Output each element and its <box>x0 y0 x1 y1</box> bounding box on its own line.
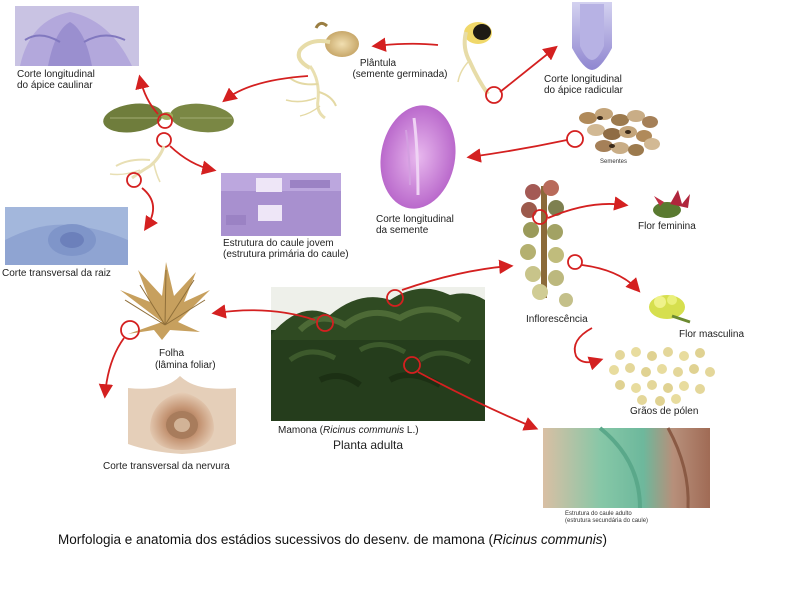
young-plant-roots-image <box>110 146 164 182</box>
arrow-male-flower <box>582 265 638 290</box>
root-cross-section-label: Corte transversal da raiz <box>2 268 111 279</box>
svg-text:do ápice radicular: do ápice radicular <box>544 85 624 96</box>
svg-text:(lâmina foliar): (lâmina foliar) <box>155 360 216 371</box>
adult-plant-label: Mamona (Ricinus communis L.) Planta adul… <box>278 425 419 452</box>
figure-caption: Morfologia e anatomia dos estádios suces… <box>58 532 607 547</box>
arrow-young-plant-to-stem <box>170 146 213 170</box>
leaf-highlight-circle <box>121 321 139 339</box>
leaf-label: Folha (lâmina foliar) <box>155 348 216 371</box>
male-flower-label: Flor masculina <box>679 329 744 340</box>
female-flower-label: Flor feminina <box>638 221 696 232</box>
adult-stem-structure-image <box>543 428 710 508</box>
svg-text:Corte longitudinal: Corte longitudinal <box>376 214 454 225</box>
root-apex-label: Corte longitudinal do ápice radicular <box>544 74 624 96</box>
seed-longitudinal-section-image <box>373 99 464 214</box>
svg-text:da semente: da semente <box>376 225 429 236</box>
young-stem-structure-image <box>221 173 341 236</box>
seedling-image <box>286 23 359 118</box>
seeds-label: Sementes <box>600 159 627 165</box>
germinating-seed-image <box>458 22 492 94</box>
root-cross-section-image <box>5 207 128 265</box>
arrow-plant-to-inflorescence <box>402 266 510 290</box>
shoot-apex-section-image <box>15 6 139 66</box>
svg-text:Plântula: Plântula <box>360 58 397 69</box>
adult-plant-photo <box>271 287 485 421</box>
svg-text:(estrutura secundária do caule: (estrutura secundária do caule) <box>565 518 648 524</box>
leaf-blade-image <box>120 262 210 340</box>
arrow-leaf-to-midrib <box>105 338 124 395</box>
svg-text:Planta adulta: Planta adulta <box>333 438 403 452</box>
svg-text:Corte longitudinal: Corte longitudinal <box>17 69 95 80</box>
midrib-label: Corte transversal da nervura <box>103 461 230 472</box>
arrow-roots-to-root-section <box>142 188 153 228</box>
pollen-grains-image <box>609 347 715 406</box>
arrow-seedling-to-young-plant <box>225 76 308 100</box>
seeds-highlight-circle <box>567 131 583 147</box>
svg-text:Estrutura do caule adulto: Estrutura do caule adulto <box>565 511 632 517</box>
seeds-image <box>579 108 660 156</box>
midrib-cross-section-image <box>128 376 236 454</box>
svg-text:Folha: Folha <box>159 348 184 359</box>
svg-text:Corte longitudinal: Corte longitudinal <box>544 74 622 85</box>
inflorescence-circle-male <box>568 255 582 269</box>
adult-stem-label: Estrutura do caule adulto (estrutura sec… <box>565 511 648 524</box>
seedling-label: Plântula (semente germinada) <box>352 58 447 80</box>
inflorescence-label: Inflorescência <box>526 314 588 325</box>
svg-text:do ápice caulinar: do ápice caulinar <box>17 80 93 91</box>
svg-text:Mamona (Ricinus communis L.): Mamona (Ricinus communis L.) <box>278 425 419 436</box>
svg-text:(estrutura primária do caule): (estrutura primária do caule) <box>223 249 349 260</box>
arrow-germinating-to-seedling <box>375 44 438 46</box>
seed-root-highlight-circle <box>486 87 502 103</box>
arrow-male-to-pollen <box>575 328 600 362</box>
young-plant-circle-bottom <box>157 133 171 147</box>
svg-text:(semente germinada): (semente germinada) <box>352 69 447 80</box>
young-stem-label: Estrutura do caule jovem (estrutura prim… <box>223 238 349 260</box>
arrow-seeds-to-seed-section <box>470 140 567 157</box>
pollen-label: Grãos de pólen <box>630 406 698 417</box>
shoot-apex-label: Corte longitudinal do ápice caulinar <box>17 69 95 91</box>
female-flower-image <box>653 190 690 218</box>
root-apex-section-image <box>572 2 612 70</box>
male-flower-image <box>649 295 690 322</box>
seed-section-label: Corte longitudinal da semente <box>376 214 454 236</box>
young-plant-image <box>101 100 235 136</box>
svg-text:Estrutura do caule jovem: Estrutura do caule jovem <box>223 238 334 249</box>
inflorescence-image <box>520 180 573 307</box>
